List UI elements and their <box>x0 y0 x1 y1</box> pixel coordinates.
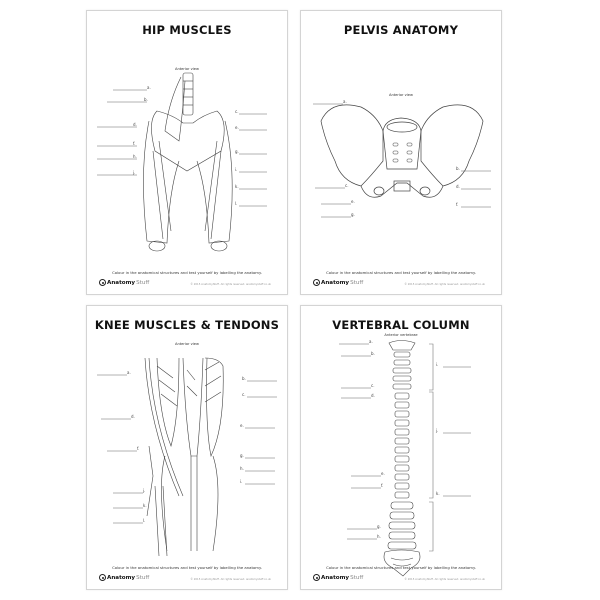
svg-text:e.: e. <box>240 423 244 428</box>
svg-text:i.: i. <box>235 167 237 172</box>
copyright-text: © 2015 AnatomyStuff. All rights reserved… <box>190 283 271 286</box>
hip-muscles-diagram: a. b. d. f. h. j. c. e. g. i. k. l. <box>97 72 267 252</box>
instruction-text: Colour in the anatomical structures and … <box>326 270 476 275</box>
svg-text:h.: h. <box>240 466 244 471</box>
svg-text:e.: e. <box>235 125 239 130</box>
svg-text:j.: j. <box>132 170 135 175</box>
sheet-knee-muscles-tendons[interactable]: KNEE MUSCLES & TENDONS Anterior view a. … <box>86 305 288 590</box>
instruction-text: Colour in the anatomical structures and … <box>112 270 262 275</box>
svg-text:f.: f. <box>456 202 458 207</box>
svg-text:j.: j. <box>435 428 438 433</box>
svg-text:c.: c. <box>345 183 348 188</box>
svg-text:d.: d. <box>133 122 137 127</box>
view-label: Anterior vertebrae <box>384 333 418 337</box>
copyright-text: © 2015 AnatomyStuff. All rights reserved… <box>190 578 271 581</box>
svg-text:k.: k. <box>436 491 440 496</box>
svg-text:a.: a. <box>369 339 373 344</box>
svg-text:c.: c. <box>242 392 245 397</box>
view-label: Anterior view <box>175 67 199 71</box>
svg-text:i.: i. <box>240 479 242 484</box>
svg-text:c.: c. <box>235 109 238 114</box>
svg-text:a.: a. <box>343 99 347 104</box>
svg-text:e.: e. <box>351 199 355 204</box>
svg-text:l.: l. <box>235 201 237 206</box>
logo-icon <box>313 279 320 286</box>
label-a: a. <box>147 85 151 90</box>
knee-diagram: a. d. f. j. k. l. b. c. e. g. h. i. <box>97 357 277 557</box>
svg-text:k.: k. <box>235 184 239 189</box>
sheet-vertebral-column[interactable]: VERTEBRAL COLUMN Anterior vertebrae a. b… <box>300 305 502 590</box>
svg-text:g.: g. <box>235 149 239 154</box>
instruction-text: Colour in the anatomical structures and … <box>112 565 262 570</box>
svg-text:g.: g. <box>377 524 381 529</box>
view-label: Anterior view <box>175 342 199 346</box>
sheet-title: VERTEBRAL COLUMN <box>332 318 470 332</box>
svg-text:h.: h. <box>377 534 381 539</box>
logo-icon <box>99 574 106 581</box>
svg-text:b.: b. <box>242 376 246 381</box>
svg-text:j.: j. <box>142 488 145 493</box>
copyright-text: © 2015 AnatomyStuff. All rights reserved… <box>404 578 485 581</box>
sheet-title: PELVIS ANATOMY <box>343 23 459 37</box>
svg-text:i.: i. <box>436 362 438 367</box>
svg-text:b.: b. <box>456 166 460 171</box>
svg-text:a.: a. <box>127 370 131 375</box>
svg-text:k.: k. <box>143 503 147 508</box>
instruction-text: Colour in the anatomical structures and … <box>326 565 476 570</box>
vertebral-column-diagram: a. b. c. d. e. f. g. h. i. j. k. <box>339 339 471 577</box>
svg-text:e.: e. <box>381 471 385 476</box>
svg-text:b.: b. <box>144 97 148 102</box>
pelvis-diagram: a. c. e. g. b. d. f. <box>313 99 491 218</box>
svg-text:f.: f. <box>381 483 383 488</box>
svg-text:b.: b. <box>371 351 375 356</box>
svg-text:g.: g. <box>240 453 244 458</box>
svg-text:h.: h. <box>133 154 137 159</box>
sheet-title: KNEE MUSCLES & TENDONS <box>94 318 280 332</box>
svg-text:d.: d. <box>456 184 460 189</box>
sheet-title: HIP MUSCLES <box>142 23 232 37</box>
svg-text:f.: f. <box>133 141 135 146</box>
svg-text:d.: d. <box>371 393 375 398</box>
copyright-text: © 2015 AnatomyStuff. All rights reserved… <box>404 283 485 286</box>
svg-text:c.: c. <box>371 383 374 388</box>
logo-icon <box>99 279 106 286</box>
svg-text:f.: f. <box>137 446 139 451</box>
logo-icon <box>313 574 320 581</box>
view-label: Anterior view <box>389 93 413 97</box>
sheet-hip-muscles[interactable]: HIP MUSCLES Anterior view a. <box>86 10 288 295</box>
sheet-pelvis-anatomy[interactable]: PELVIS ANATOMY Anterior view a. c. e. g.… <box>300 10 502 295</box>
svg-text:d.: d. <box>131 414 135 419</box>
svg-text:g.: g. <box>351 212 355 217</box>
svg-text:l.: l. <box>143 518 145 523</box>
